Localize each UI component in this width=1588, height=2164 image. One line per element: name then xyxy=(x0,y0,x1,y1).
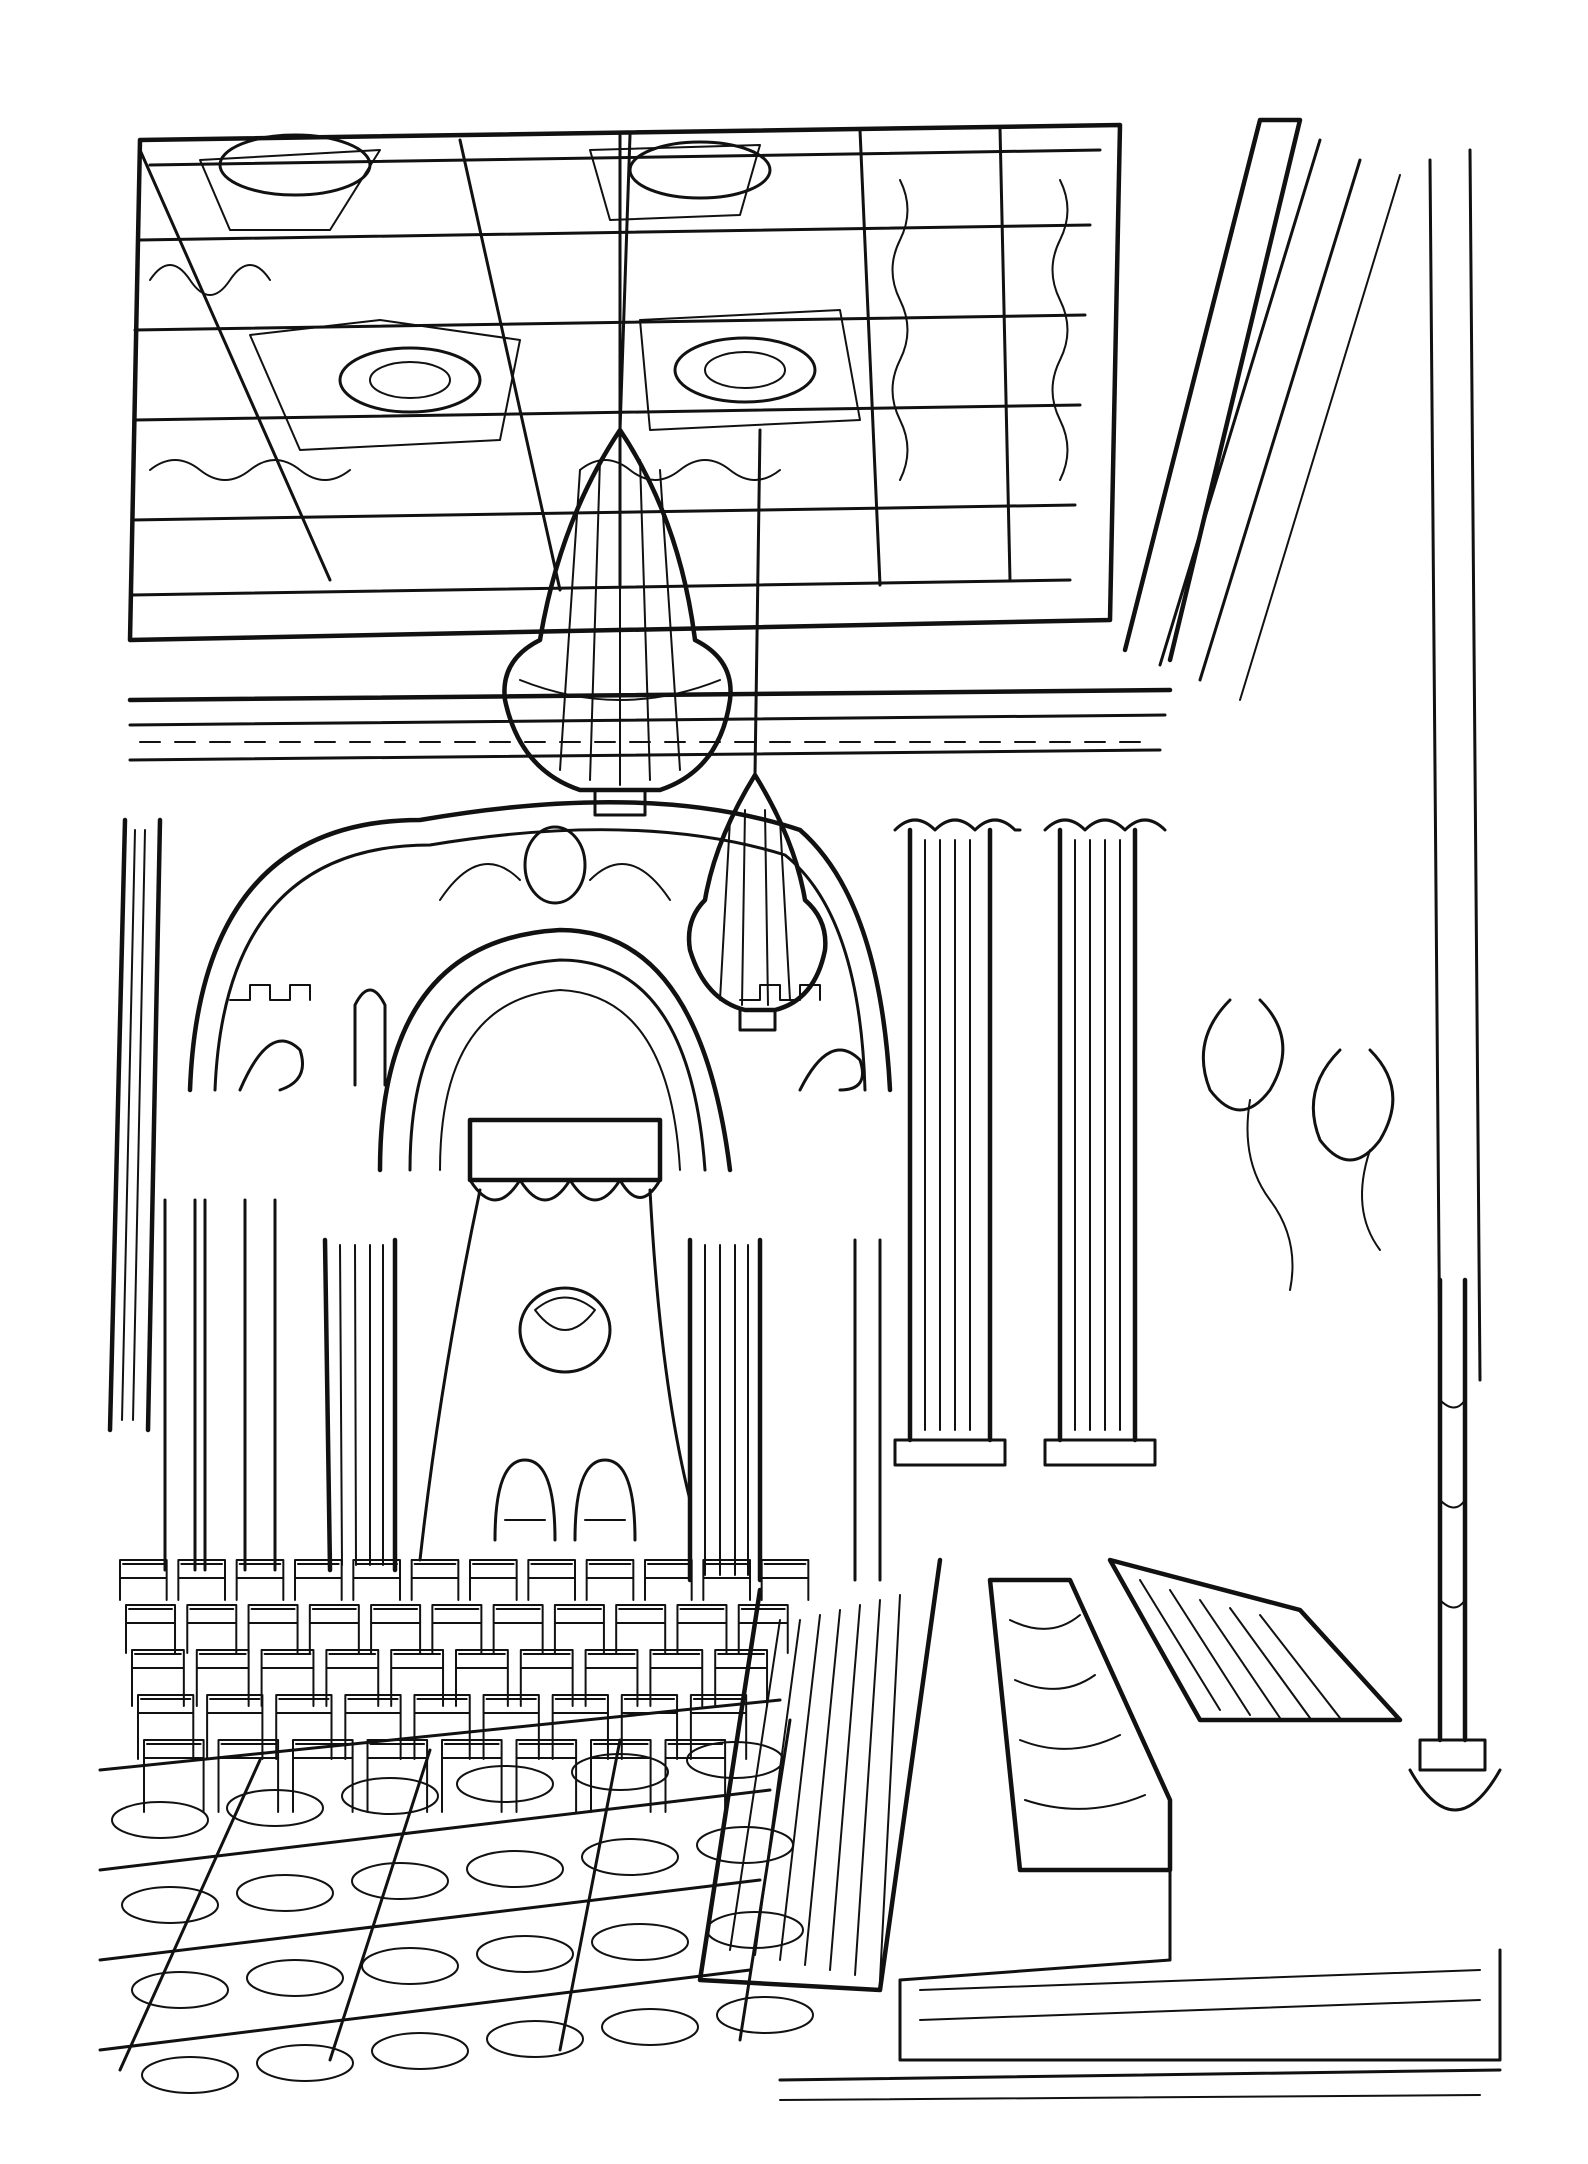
floor-medallion xyxy=(581,1838,679,1876)
chair xyxy=(615,1604,667,1654)
floor-medallion xyxy=(256,2044,354,2082)
chair xyxy=(553,1604,605,1654)
floor-medallion xyxy=(371,2032,469,2070)
coffered-ceiling xyxy=(127,122,1123,643)
chair xyxy=(585,1559,635,1601)
chair xyxy=(131,1649,185,1707)
floor-medallion xyxy=(226,1789,324,1827)
chair xyxy=(469,1559,518,1601)
chair xyxy=(137,1694,195,1760)
chair xyxy=(206,1694,264,1760)
rows-of-chairs xyxy=(119,1559,810,1813)
floor-medallion xyxy=(361,1947,459,1985)
chair xyxy=(177,1559,226,1601)
chair xyxy=(584,1649,639,1707)
chair xyxy=(664,1739,727,1813)
chair xyxy=(519,1649,574,1707)
floor-medallion xyxy=(236,1874,334,1912)
floor-medallion xyxy=(601,2008,699,2046)
chair xyxy=(410,1559,460,1601)
chair xyxy=(527,1559,576,1601)
floor-medallion xyxy=(456,1765,554,1803)
chair xyxy=(292,1739,354,1813)
chair xyxy=(186,1604,238,1654)
floor-medallion xyxy=(591,1923,689,1961)
throne-canopy xyxy=(418,1117,692,1562)
columns xyxy=(107,817,1167,1583)
floor-medallion xyxy=(341,1777,439,1815)
chair xyxy=(344,1694,402,1760)
floor-base-lines xyxy=(778,2068,1502,2101)
chair xyxy=(482,1694,540,1760)
chair xyxy=(366,1739,429,1813)
chair xyxy=(714,1649,769,1707)
chair xyxy=(125,1604,177,1654)
floor-medallion xyxy=(141,2056,239,2094)
floor-medallion xyxy=(571,1753,669,1791)
chair xyxy=(492,1604,544,1654)
floor-medallion xyxy=(121,1886,219,1924)
chair xyxy=(275,1694,333,1760)
chair xyxy=(515,1739,578,1813)
chandelier-small xyxy=(686,428,828,1032)
chair xyxy=(119,1559,168,1601)
floor-medallion xyxy=(111,1801,209,1839)
patterned-floor xyxy=(98,1698,814,2094)
floor-medallion xyxy=(486,2020,584,2058)
floor-medallion xyxy=(476,1935,574,1973)
chair xyxy=(247,1604,299,1654)
chair xyxy=(702,1559,751,1601)
chair xyxy=(431,1604,483,1654)
chair xyxy=(455,1649,509,1707)
floor-medallion xyxy=(716,1996,814,2034)
chair xyxy=(195,1649,250,1707)
chair xyxy=(217,1739,280,1813)
floor-medallion xyxy=(131,1971,229,2009)
chair xyxy=(260,1649,315,1707)
chair xyxy=(325,1649,380,1707)
chair xyxy=(760,1559,810,1601)
floor-medallion xyxy=(246,1959,344,1997)
chair xyxy=(143,1739,205,1813)
chair xyxy=(689,1694,748,1760)
chair xyxy=(370,1604,422,1654)
floor-medallion xyxy=(466,1850,564,1888)
right-cornice xyxy=(1122,117,1482,1382)
chair xyxy=(413,1694,471,1760)
chair xyxy=(390,1649,445,1707)
entablature xyxy=(127,687,1173,762)
chair xyxy=(737,1604,789,1654)
chair xyxy=(235,1559,285,1601)
chair xyxy=(620,1694,679,1760)
chair xyxy=(294,1559,343,1601)
chair xyxy=(649,1649,704,1707)
chair xyxy=(352,1559,401,1601)
floor-medallion xyxy=(351,1862,449,1900)
chair xyxy=(676,1604,728,1654)
upholstered-benches xyxy=(697,1557,1502,2062)
candelabra xyxy=(1201,998,1502,1812)
grand-arch xyxy=(187,799,893,1173)
chandelier-large xyxy=(502,133,733,817)
chair xyxy=(551,1694,609,1760)
chair xyxy=(308,1604,360,1654)
chair xyxy=(644,1559,693,1601)
chair xyxy=(441,1739,503,1813)
